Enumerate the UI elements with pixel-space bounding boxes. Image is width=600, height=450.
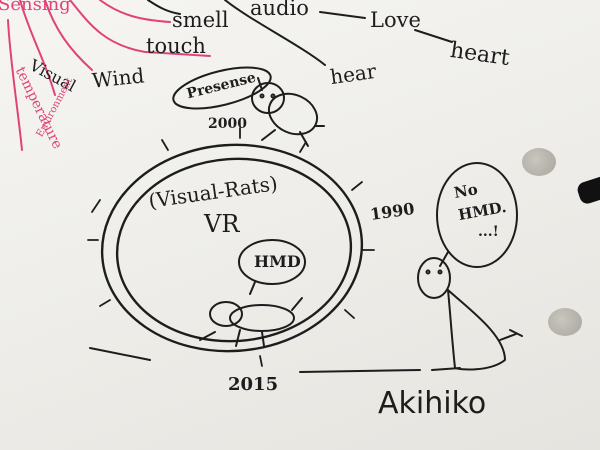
- ground-lines: [89, 347, 461, 373]
- rat-inside: [199, 297, 303, 347]
- signature: Akihiko: [378, 386, 487, 421]
- vr-ring: [100, 143, 364, 353]
- pink-branches: [7, 0, 211, 151]
- punch-hole: [522, 148, 556, 176]
- rat-top: [251, 82, 325, 147]
- word-smell: smell: [172, 8, 229, 32]
- hmd-bubble: [238, 239, 306, 285]
- word-touch: touch: [146, 34, 206, 58]
- rat-standing: [417, 257, 523, 371]
- punch-hole: [548, 308, 582, 336]
- black-branches: [147, 0, 453, 66]
- word-sensing: Sensing: [0, 0, 71, 15]
- hmd-text: HMD: [254, 252, 301, 271]
- ring-label-vr: VR: [204, 210, 240, 238]
- word-audio: audio: [250, 0, 309, 20]
- presence-bubble: [172, 66, 272, 110]
- ring-ticks: [87, 127, 375, 367]
- word-love: Love: [370, 8, 421, 32]
- no-hmd-bubble: [436, 162, 518, 268]
- no-hmd-text-line3: ...!: [478, 224, 499, 240]
- year-2015: 2015: [228, 374, 279, 395]
- year-2000: 2000: [208, 116, 247, 132]
